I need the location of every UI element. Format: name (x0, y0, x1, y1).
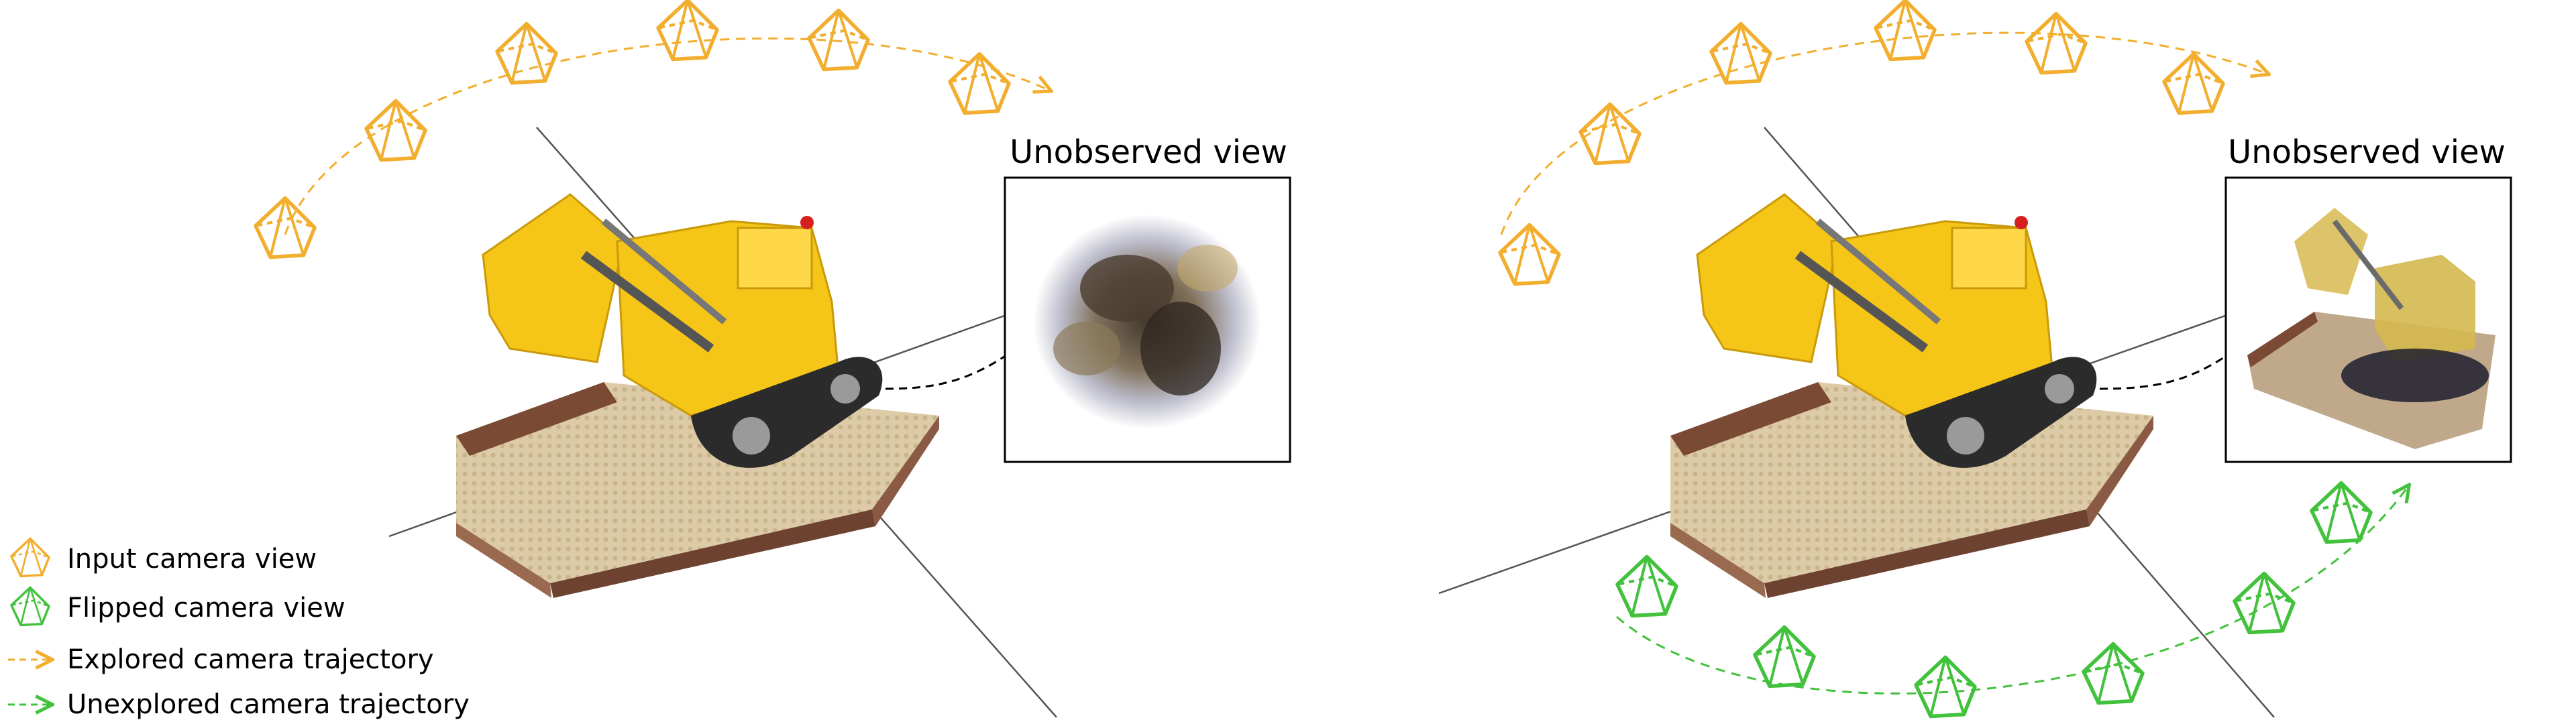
blurry-render-left (1033, 215, 1261, 429)
view-link-left (885, 354, 1007, 390)
orange-camera-frustum-icon (10, 537, 50, 578)
panel-left: Unobserved view (256, 1, 1291, 718)
explored-trajectory-arc-right (1500, 32, 2267, 235)
bulldozer-scene-left (456, 193, 939, 598)
legend-label: Unexplored camera trajectory (67, 689, 470, 720)
green-camera-frustum-icon (10, 586, 50, 627)
explored-trajectory-arc-left (284, 37, 1050, 235)
unexplored-trajectory-arc (1616, 486, 2408, 695)
clear-render-right (2247, 208, 2496, 449)
input-camera-icons-left (256, 1, 1009, 257)
unobserved-view-label-right: Unobserved view (2228, 133, 2506, 171)
legend-label: Input camera view (67, 544, 317, 575)
legend-item-input-camera: Input camera view (10, 537, 317, 578)
legend-label: Explored camera trajectory (67, 644, 434, 675)
legend-item-explored-trajectory: Explored camera trajectory (8, 644, 434, 675)
unobserved-view-label-left: Unobserved view (1010, 133, 1287, 171)
legend-item-unexplored-trajectory: Unexplored camera trajectory (8, 689, 470, 720)
legend-item-flipped-camera: Flipped camera view (10, 586, 345, 627)
panel-right: Unobserved view (1438, 1, 2512, 718)
legend: Input camera view Flipped camera view Ex… (8, 537, 470, 720)
bulldozer-scene-right (1670, 193, 2153, 598)
view-link-right (2099, 354, 2228, 390)
legend-label: Flipped camera view (67, 593, 345, 623)
